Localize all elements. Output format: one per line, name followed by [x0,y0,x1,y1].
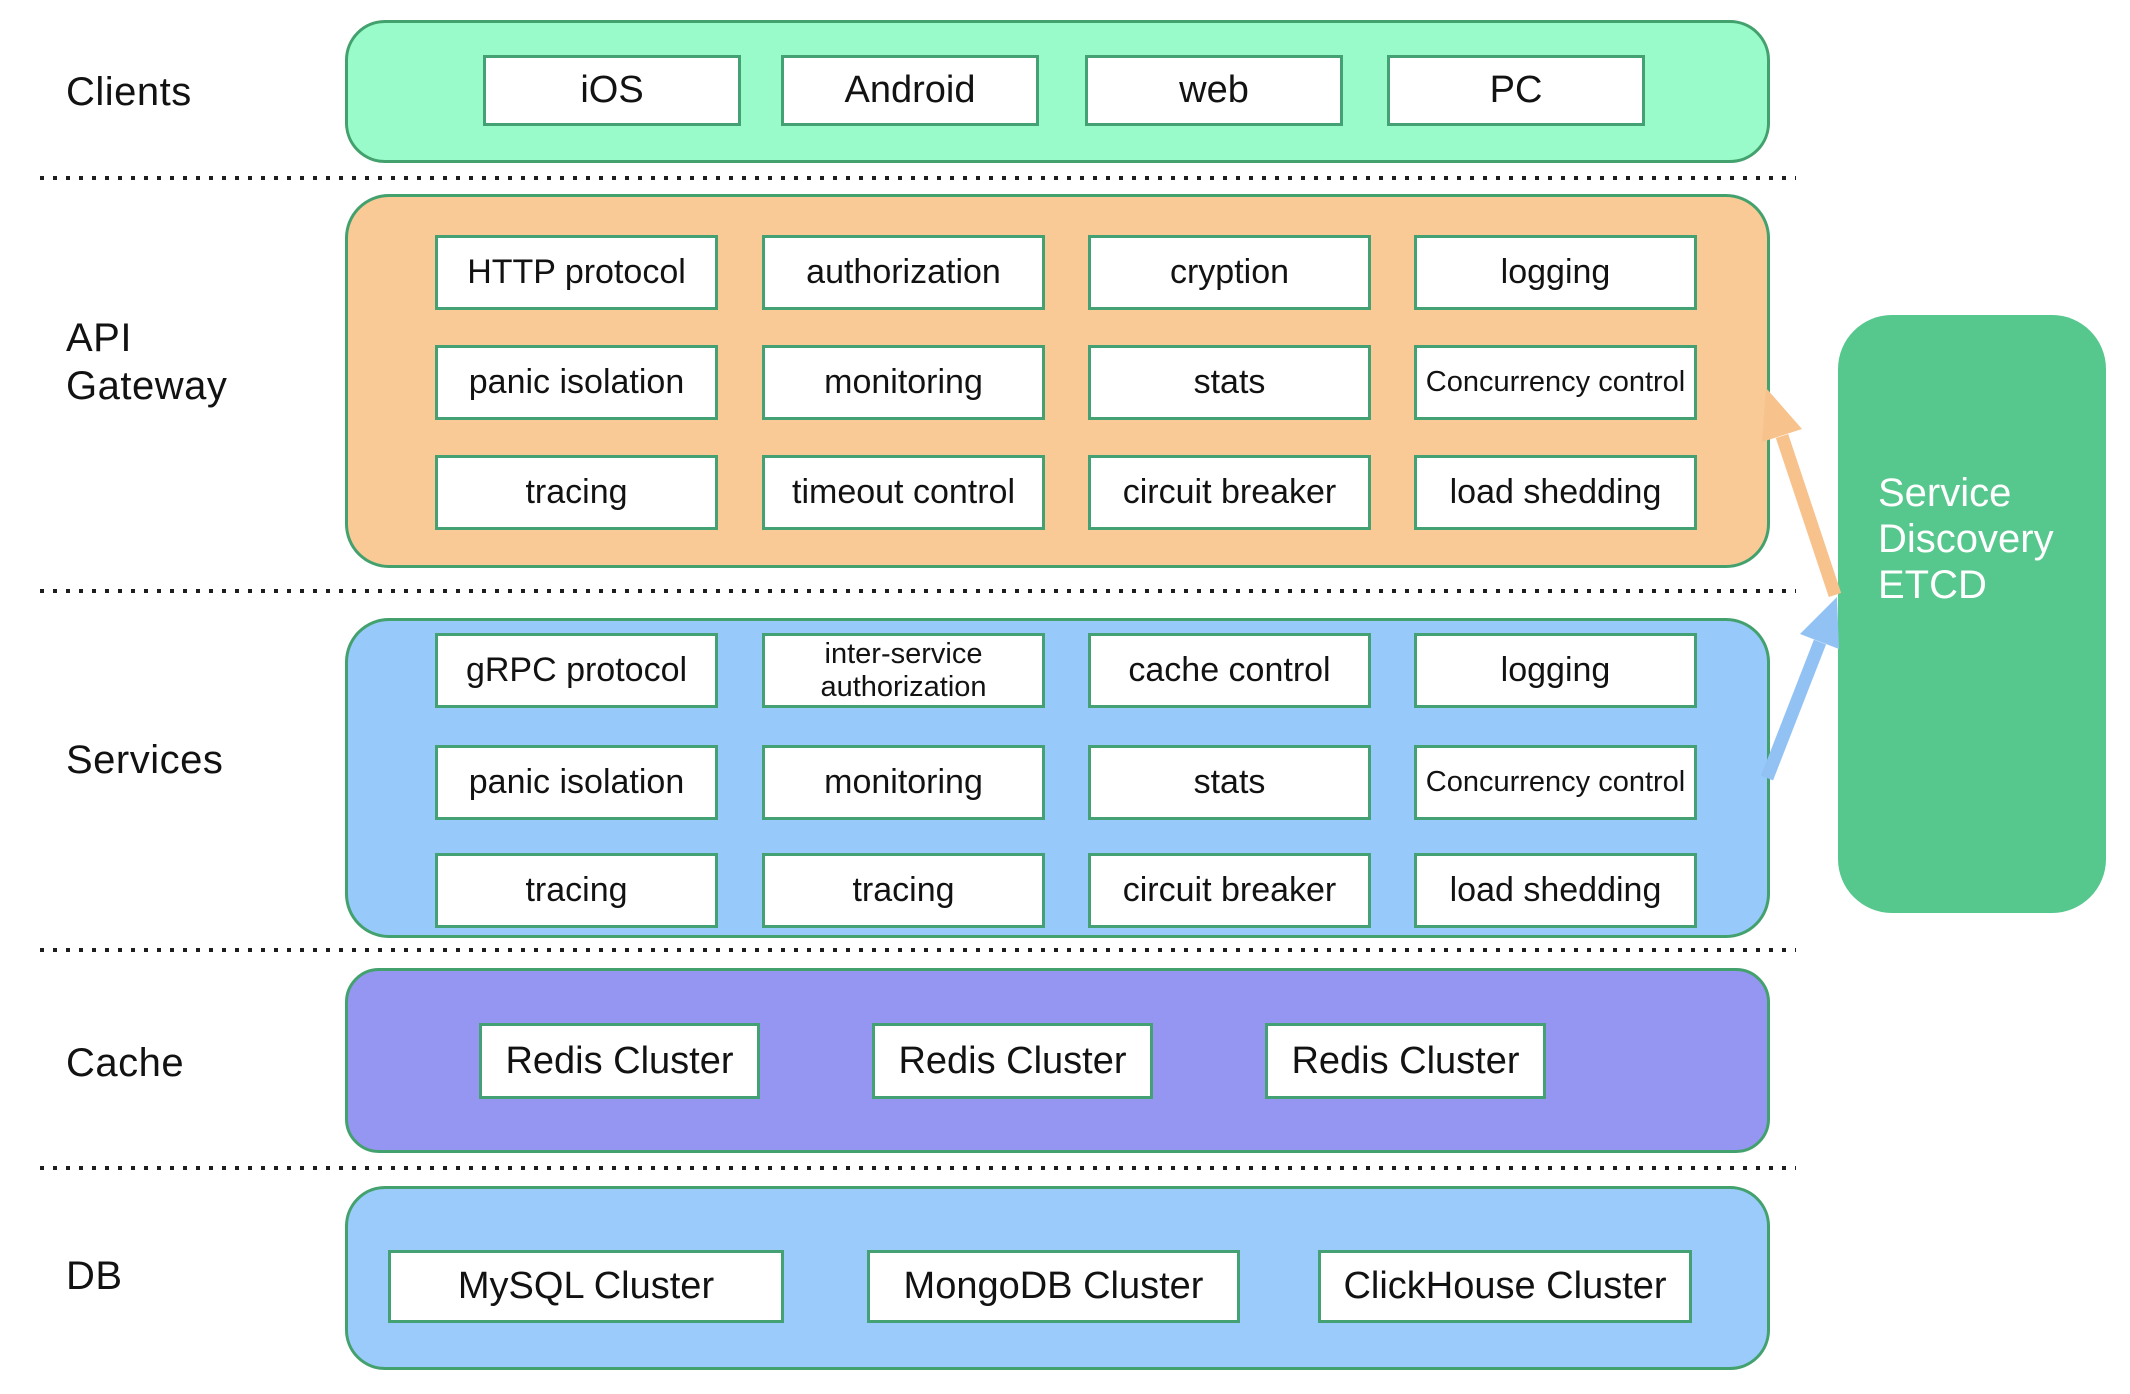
node-grpc-protocol: gRPC protocol [435,633,718,708]
node-cache-control: cache control [1088,633,1371,708]
node-panic-isolation-services: panic isolation [435,745,718,820]
node-clickhouse-cluster: ClickHouse Cluster [1318,1250,1692,1323]
separator-clients-api [40,176,1796,180]
node-cryption: cryption [1088,235,1371,310]
blue-arrow-services-to-etcd-shaft [1760,639,1827,781]
node-stats-services: stats [1088,745,1371,820]
db-layer-label: DB [66,1254,123,1298]
service-discovery-label-line3: ETCD [1878,563,1987,607]
node-inter-service-authorization: inter-service authorization [762,633,1045,708]
node-panic-isolation: panic isolation [435,345,718,420]
node-redis-cluster-2: Redis Cluster [872,1023,1153,1099]
service-discovery-etcd-label: Service Discovery ETCD [1878,470,2054,608]
node-logging: logging [1414,235,1697,310]
node-concurrency-control: Concurrency control [1414,345,1697,420]
clients-layer-label: Clients [66,70,192,114]
node-pc: PC [1387,55,1645,126]
db-band: MySQL Cluster MongoDB Cluster ClickHouse… [345,1186,1770,1370]
node-timeout-control: timeout control [762,455,1045,530]
service-discovery-label-line1: Service [1878,471,2012,515]
node-tracing-services-1: tracing [435,853,718,928]
node-load-shedding: load shedding [1414,455,1697,530]
service-discovery-label-line2: Discovery [1878,517,2054,561]
services-band: gRPC protocol inter-service authorizatio… [345,618,1770,938]
node-web: web [1085,55,1343,126]
node-monitoring-services: monitoring [762,745,1045,820]
orange-arrow-etcd-to-api-gateway-shaft [1775,433,1842,598]
clients-band: iOS Android web PC [345,20,1770,163]
node-mysql-cluster: MySQL Cluster [388,1250,784,1323]
node-circuit-breaker-services: circuit breaker [1088,853,1371,928]
blue-arrow-services-to-etcd-head [1800,597,1839,649]
separator-cache-db [40,1166,1796,1170]
node-android: Android [781,55,1039,126]
node-http-protocol: HTTP protocol [435,235,718,310]
node-tracing: tracing [435,455,718,530]
node-redis-cluster-1: Redis Cluster [479,1023,760,1099]
node-tracing-services-2: tracing [762,853,1045,928]
cache-band: Redis Cluster Redis Cluster Redis Cluste… [345,968,1770,1153]
separator-api-services [40,589,1796,593]
node-redis-cluster-3: Redis Cluster [1265,1023,1546,1099]
node-authorization: authorization [762,235,1045,310]
node-mongodb-cluster: MongoDB Cluster [867,1250,1240,1323]
separator-services-cache [40,948,1796,952]
node-ios: iOS [483,55,741,126]
node-stats: stats [1088,345,1371,420]
api-gateway-band: HTTP protocol authorization cryption log… [345,194,1770,568]
node-load-shedding-services: load shedding [1414,853,1697,928]
node-logging-services: logging [1414,633,1697,708]
service-discovery-etcd-box: Service Discovery ETCD [1838,315,2106,913]
api-gateway-layer-label: API Gateway [66,314,316,410]
node-monitoring: monitoring [762,345,1045,420]
cache-layer-label: Cache [66,1041,185,1085]
api-gateway-label-line2: Gateway [66,364,228,408]
services-layer-label: Services [66,738,224,782]
api-gateway-label-line1: API [66,316,132,360]
node-concurrency-control-services: Concurrency control [1414,745,1697,820]
node-circuit-breaker: circuit breaker [1088,455,1371,530]
